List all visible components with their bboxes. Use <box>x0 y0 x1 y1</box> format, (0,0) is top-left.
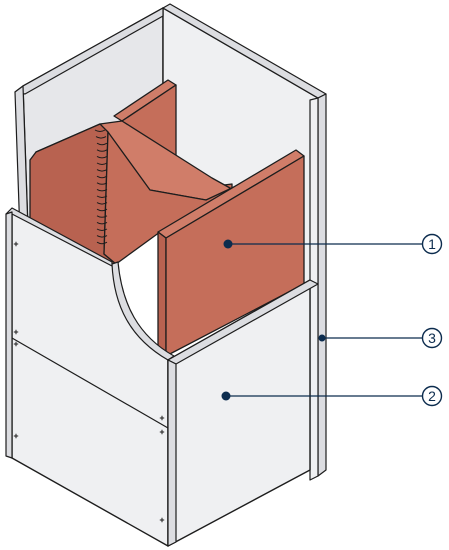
weld-bead <box>96 208 108 212</box>
weld-bead <box>95 136 107 139</box>
callout-1: 1 <box>223 233 443 255</box>
weld-bead <box>96 235 108 238</box>
board-joint-line <box>11 337 169 429</box>
weld-bead <box>96 169 108 172</box>
screw-icon <box>13 329 19 335</box>
weld-bead <box>96 221 108 225</box>
weld-bead <box>96 142 108 146</box>
weld-bead <box>96 195 108 198</box>
front-board-walls <box>5 207 319 547</box>
screw-icon <box>159 429 165 435</box>
back-right-board-side-edge <box>317 93 327 477</box>
weld-bead <box>96 175 108 179</box>
callout-2-number: 2 <box>428 388 436 404</box>
callout-3-number: 3 <box>428 330 436 346</box>
front-left-board <box>11 211 169 547</box>
weld-bead <box>96 215 108 218</box>
callout-1-badge <box>421 233 443 255</box>
weld-bead <box>96 182 108 185</box>
callout-2-badge <box>421 385 443 407</box>
callout-1-number: 1 <box>428 236 436 252</box>
screw-icon <box>13 241 19 247</box>
weld-bead <box>96 228 108 231</box>
front-left-board-left-edge <box>5 211 13 459</box>
screw-icon <box>13 341 19 347</box>
callout-3: 3 <box>318 327 443 349</box>
front-flange-side <box>157 231 167 353</box>
weld-bead <box>96 188 108 192</box>
callout-2: 2 <box>221 385 443 407</box>
weld-bead <box>96 202 108 205</box>
weld-seam-icon <box>94 129 108 245</box>
weld-bead <box>96 241 108 245</box>
screw-icon <box>159 415 165 421</box>
weld-bead <box>96 162 108 165</box>
weld-bead <box>94 129 106 132</box>
screw-icon <box>13 433 19 439</box>
front-corner-edge <box>167 359 177 547</box>
weld-bead <box>96 149 108 152</box>
callout-3-badge <box>421 327 443 349</box>
screw-icon <box>13 241 165 523</box>
weld-bead <box>96 155 108 159</box>
screw-icon <box>159 517 165 523</box>
right-board-front-strip <box>309 97 319 481</box>
